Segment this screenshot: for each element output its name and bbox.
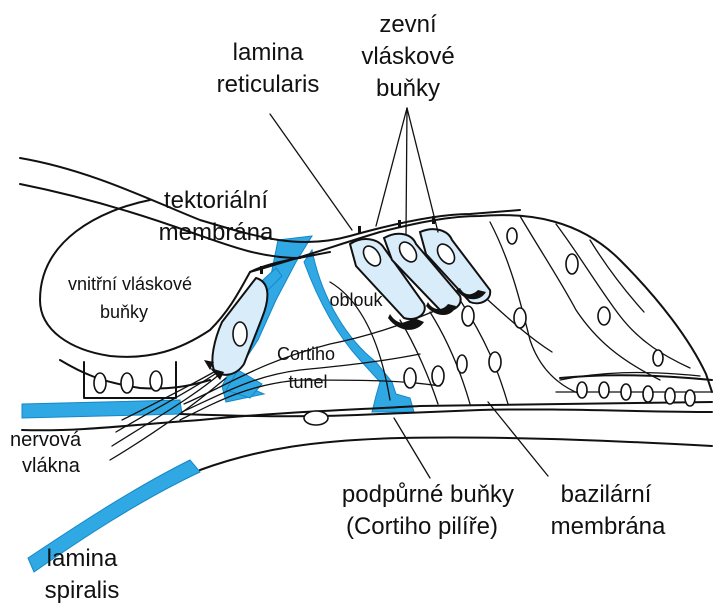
label-lamina-ret-line1: lamina [233, 39, 304, 66]
label-cortiho-tunel: Cortiho tunel [277, 344, 335, 392]
label-lamina-reticularis: lamina reticularis [217, 39, 320, 98]
label-podpurne-line2: (Cortiho pilíře) [346, 513, 498, 540]
label-podpurne-line1: podpůrné buňky [342, 481, 514, 508]
label-lamina-sp-line1: lamina [47, 545, 118, 572]
label-nervova-line2: vlákna [22, 455, 81, 477]
label-lamina-sp-line2: spiralis [45, 577, 120, 604]
label-zevni-line2: vláskové [361, 43, 454, 70]
label-tekt-line2: membrána [159, 219, 274, 246]
label-vnitrni-line1: vnitřní vláskové [68, 274, 192, 294]
label-lamina-ret-line2: reticularis [217, 71, 320, 98]
label-nervova-line1: nervová [10, 429, 82, 451]
label-oblouk: oblouk [329, 290, 383, 310]
label-tekt-line1: tektoriální [164, 187, 268, 214]
label-tektorialni-membrana: tektoriální membrána [159, 187, 274, 246]
label-vnitrni-vlaskove-bunky: vnitřní vláskové buňky [68, 274, 192, 322]
label-zevni-line1: zevní [379, 11, 437, 38]
label-nervova-vlakna: nervová vlákna [10, 429, 82, 477]
label-podpurne-bunky: podpůrné buňky (Cortiho pilíře) [342, 481, 514, 540]
label-lamina-spiralis: lamina spiralis [45, 545, 120, 604]
inner-sulcus-cells [84, 362, 176, 398]
label-zevni-line3: buňky [376, 75, 440, 102]
label-vnitrni-line2: buňky [100, 302, 148, 322]
label-cortiho-line1: Cortiho [277, 344, 335, 364]
label-cortiho-line2: tunel [288, 372, 327, 392]
label-bazilarni-membrana: bazilární membrána [551, 481, 666, 540]
label-bazilarni-line1: bazilární [561, 481, 652, 508]
label-bazilarni-line2: membrána [551, 513, 666, 540]
label-zevni-vlaskove-bunky: zevní vláskové buňky [361, 11, 454, 102]
claudius-cells-row [560, 375, 712, 406]
inner-hair-cell [204, 278, 267, 380]
